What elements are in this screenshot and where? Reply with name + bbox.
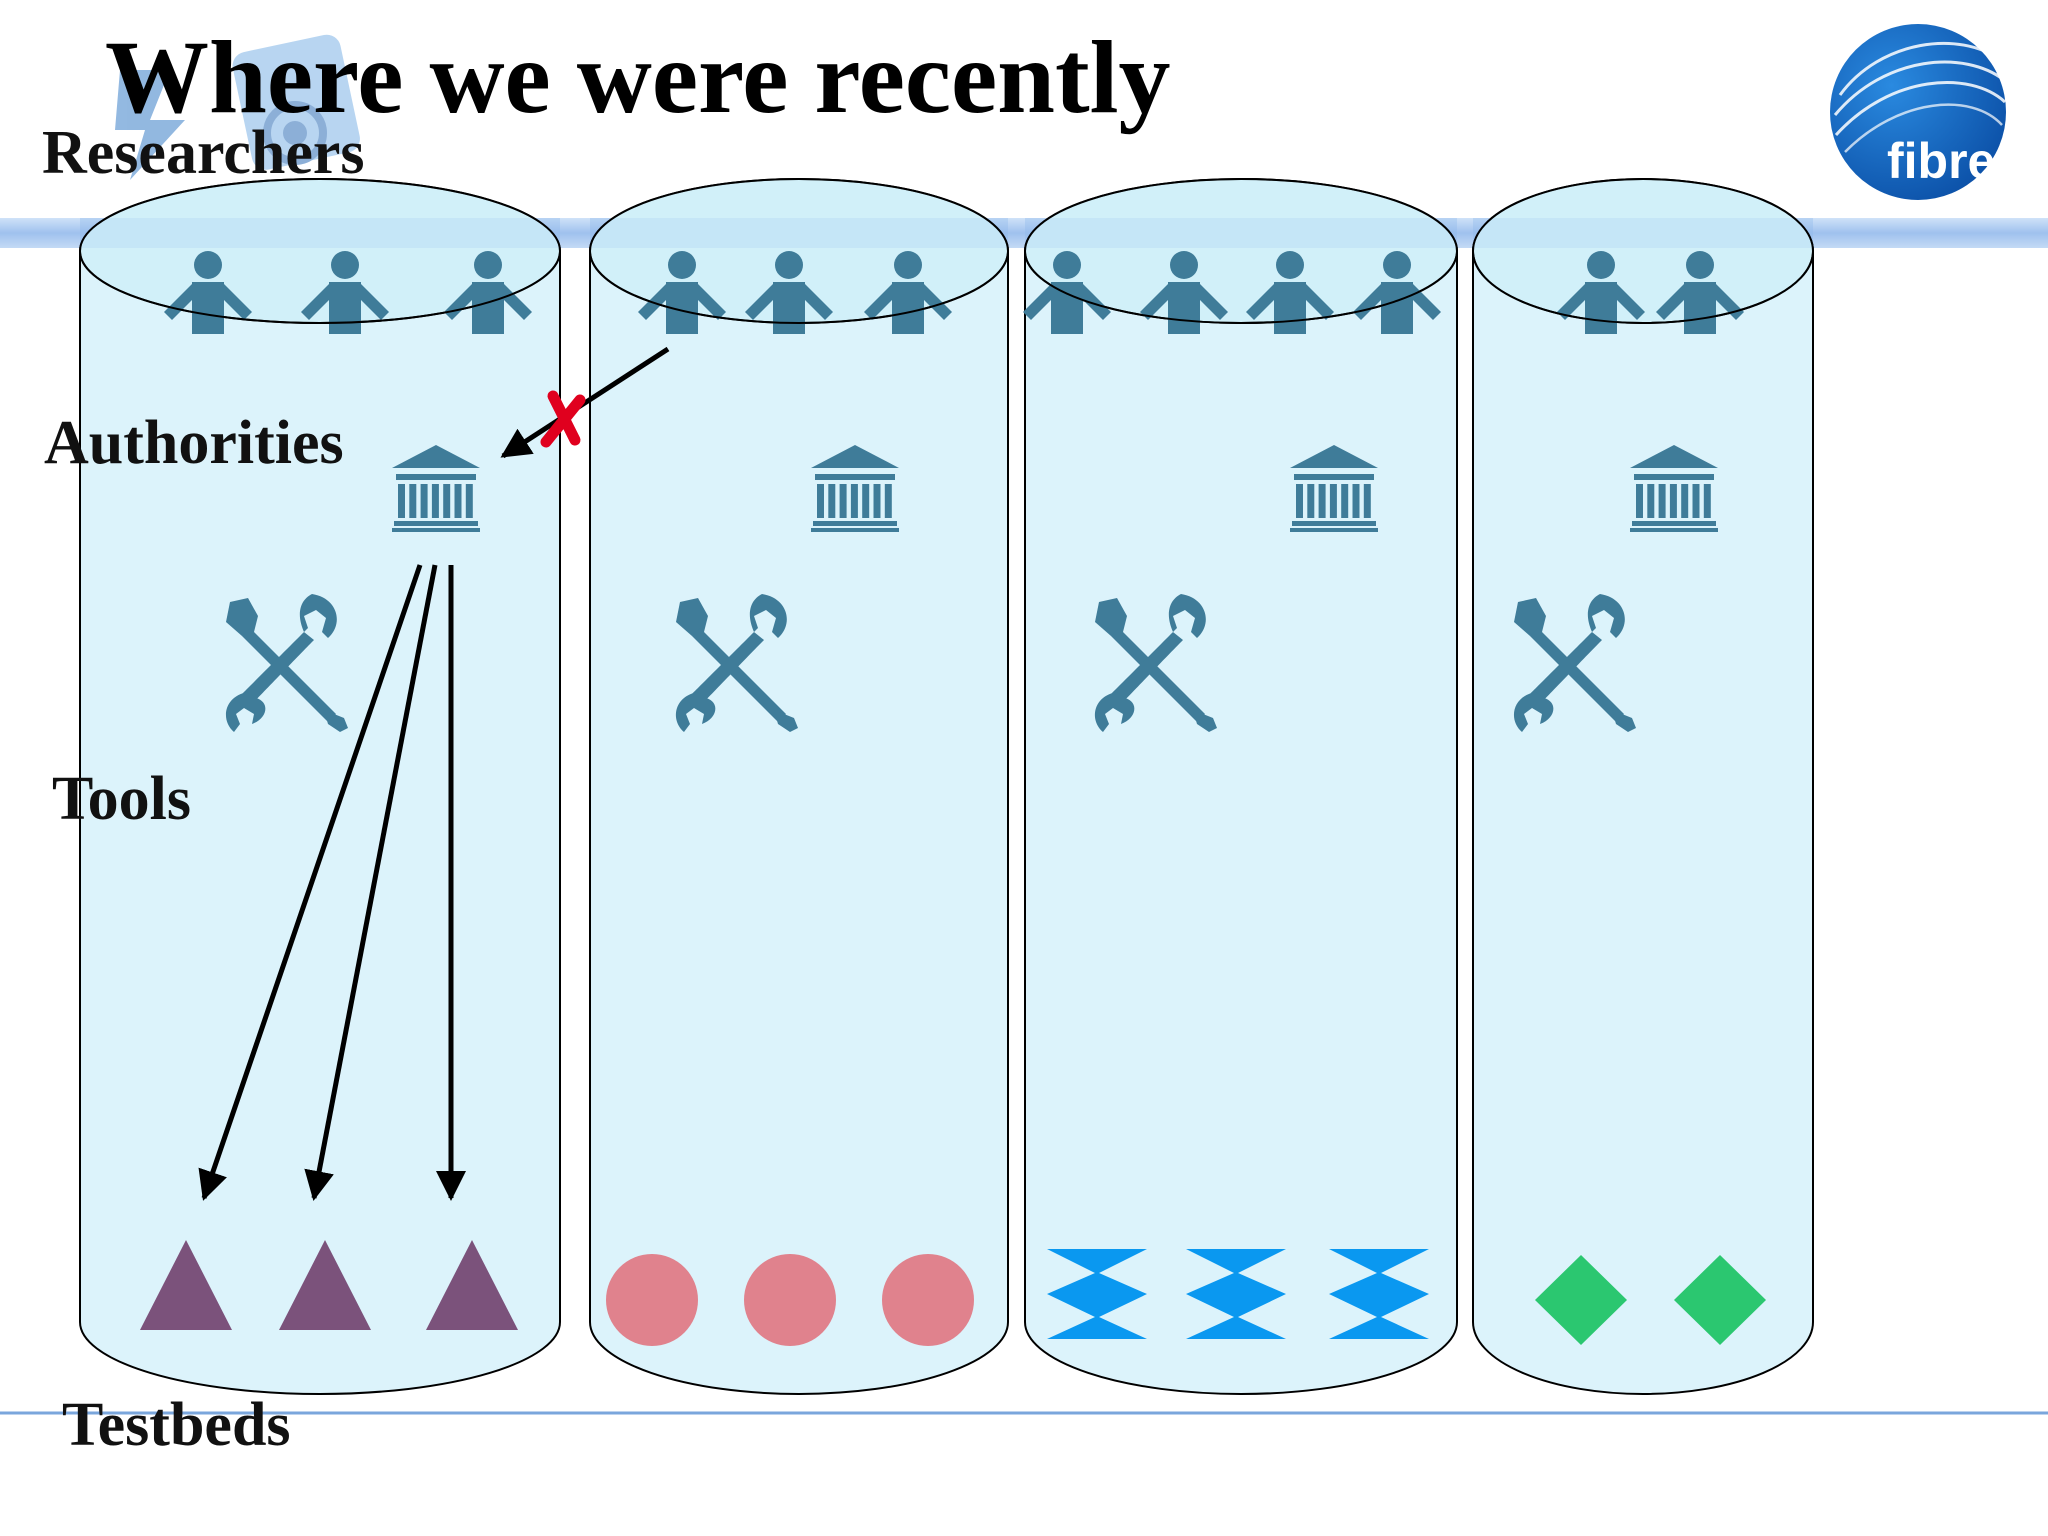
cylinder-col3: [1023, 178, 1458, 1395]
blocked-cross-icon: [540, 390, 586, 448]
cylinder-rim: [589, 250, 1009, 324]
fibre-logo: fibre: [1830, 24, 2007, 200]
researcher-person-icon: [301, 251, 389, 334]
blocked-access-arrow: [500, 346, 670, 459]
researcher-person-icon: [745, 251, 833, 334]
testbed-triangle: [426, 1240, 518, 1330]
cylinder-body: [1024, 178, 1458, 1395]
cylinder-col1: [79, 178, 561, 1395]
authority-institution-building-icon: [1630, 445, 1718, 532]
cylinder-rim: [1472, 250, 1814, 324]
label-tools: Tools: [52, 765, 192, 833]
label-authorities: Authorities: [44, 409, 344, 477]
authority-institution-building-icon: [1290, 445, 1378, 532]
authority-to-testbed-arrow: [304, 564, 438, 1201]
testbed-circle: [882, 1254, 974, 1346]
testbed-hourglass: [1047, 1249, 1147, 1339]
authority-to-testbed-arrow: [198, 564, 423, 1201]
cylinder-rim: [1024, 250, 1458, 324]
testbed-diamond: [1674, 1255, 1766, 1345]
researcher-person-icon: [1140, 251, 1228, 334]
cylinder-rim: [79, 250, 561, 324]
cylinder-col4: [1472, 178, 1814, 1395]
testbed-hourglass: [1329, 1249, 1429, 1339]
authority-institution-building-icon: [392, 445, 480, 532]
label-testbeds: Testbeds: [62, 1391, 291, 1459]
authority-institution-building-icon: [811, 445, 899, 532]
testbed-triangle: [140, 1240, 232, 1330]
testbed-circle: [606, 1254, 698, 1346]
testbed-circle: [744, 1254, 836, 1346]
researcher-person-icon: [164, 251, 252, 334]
testbed-diamond: [1535, 1255, 1627, 1345]
label-researchers: Researchers: [42, 119, 365, 187]
testbed-hourglass: [1186, 1249, 1286, 1339]
cylinder-body: [1472, 178, 1814, 1395]
tool-wrench-screwdriver-icon: [675, 594, 798, 732]
slide-title: Where we were recently: [105, 20, 1171, 135]
fibre-logo-text: fibre: [1887, 133, 1995, 189]
cylinder-col2: [589, 178, 1009, 1395]
researcher-person-icon: [1023, 251, 1111, 334]
testbed-triangle: [279, 1240, 371, 1330]
researcher-person-icon: [864, 251, 952, 334]
tool-wrench-screwdriver-icon: [1094, 594, 1217, 732]
tool-wrench-screwdriver-icon: [225, 594, 348, 732]
tool-wrench-screwdriver-icon: [1513, 594, 1636, 732]
faded-project-logo: [115, 34, 360, 180]
